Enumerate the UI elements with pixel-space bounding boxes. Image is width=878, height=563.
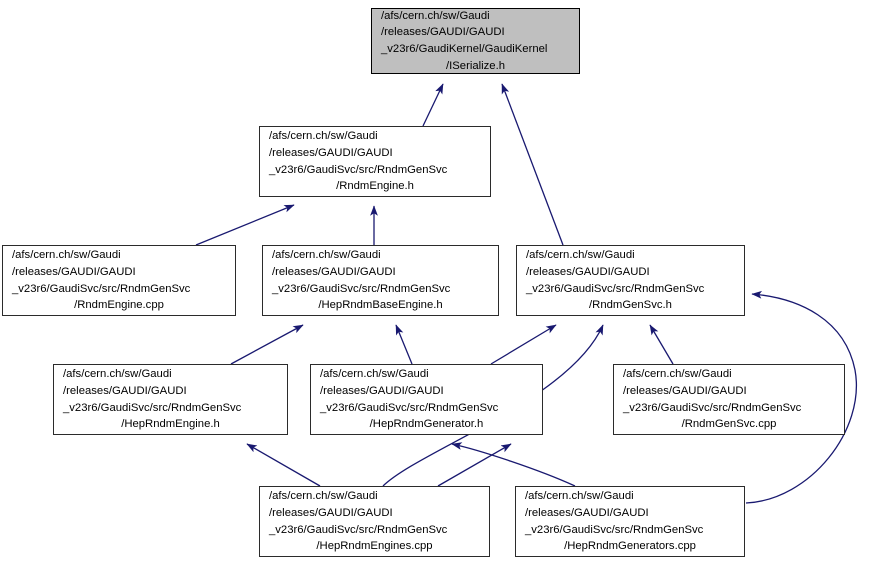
node-label-line: /afs/cern.ch/sw/Gaudi bbox=[12, 249, 121, 262]
edge-heprndmgenerator-h-to-heprndmbaseengine-h bbox=[395, 324, 413, 365]
node-label-line: _v23r6/GaudiSvc/src/RndmGenSvc bbox=[269, 523, 448, 536]
node-label-line: /afs/cern.ch/sw/Gaudi bbox=[269, 490, 378, 503]
node-label-line: /releases/GAUDI/GAUDI bbox=[269, 506, 393, 519]
edge-heprndmgenerator-h-to-rndmgensvc-h bbox=[490, 324, 557, 365]
node-label-line: /ISerialize.h bbox=[445, 59, 506, 72]
node-label-line: /afs/cern.ch/sw/Gaudi bbox=[269, 130, 378, 143]
node-label-line: /releases/GAUDI/GAUDI bbox=[272, 265, 396, 278]
node-label-line: /releases/GAUDI/GAUDI bbox=[63, 384, 187, 397]
node-label-line: /releases/GAUDI/GAUDI bbox=[525, 506, 649, 519]
node-label-line: /HepRndmEngine.h bbox=[121, 418, 220, 431]
node-label: /afs/cern.ch/sw/Gaudi/releases/GAUDI/GAU… bbox=[263, 247, 498, 313]
node-heprndmbaseengine-h[interactable]: /afs/cern.ch/sw/Gaudi/releases/GAUDI/GAU… bbox=[262, 245, 499, 316]
node-label-line: /HepRndmEngines.cpp bbox=[316, 540, 433, 553]
node-label: /afs/cern.ch/sw/Gaudi/releases/GAUDI/GAU… bbox=[372, 8, 579, 74]
node-label-line: _v23r6/GaudiSvc/src/RndmGenSvc bbox=[525, 523, 704, 536]
node-label-line: /afs/cern.ch/sw/Gaudi bbox=[526, 249, 635, 262]
node-iserialize-h[interactable]: /afs/cern.ch/sw/Gaudi/releases/GAUDI/GAU… bbox=[371, 8, 580, 74]
node-rndmengine-cpp[interactable]: /afs/cern.ch/sw/Gaudi/releases/GAUDI/GAU… bbox=[2, 245, 236, 316]
edge-rndmgensvc-h-to-iserialize bbox=[501, 83, 564, 246]
node-label-line: /HepRndmGenerators.cpp bbox=[564, 540, 696, 553]
node-label-line: /releases/GAUDI/GAUDI bbox=[526, 265, 650, 278]
node-label-line: /HepRndmBaseEngine.h bbox=[318, 299, 443, 312]
edge-heprndmengines-cpp-to-heprndmgenerator-h bbox=[437, 443, 512, 487]
node-label-line: /afs/cern.ch/sw/Gaudi bbox=[320, 368, 429, 381]
node-label-line: /RndmEngine.h bbox=[336, 180, 414, 193]
node-label-line: /releases/GAUDI/GAUDI bbox=[269, 146, 393, 159]
node-label-line: _v23r6/GaudiSvc/src/RndmGenSvc bbox=[12, 282, 191, 295]
node-label: /afs/cern.ch/sw/Gaudi/releases/GAUDI/GAU… bbox=[54, 366, 287, 432]
node-label-line: /afs/cern.ch/sw/Gaudi bbox=[381, 9, 490, 22]
node-label-line: /releases/GAUDI/GAUDI bbox=[623, 384, 747, 397]
edge-heprndmengines-cpp-to-heprndmengine-h bbox=[246, 443, 321, 487]
node-label-line: _v23r6/GaudiSvc/src/RndmGenSvc bbox=[63, 401, 242, 414]
node-heprndmgenerators-cpp[interactable]: /afs/cern.ch/sw/Gaudi/releases/GAUDI/GAU… bbox=[515, 486, 745, 557]
node-heprndmgenerator-h[interactable]: /afs/cern.ch/sw/Gaudi/releases/GAUDI/GAU… bbox=[310, 364, 543, 435]
node-label: /afs/cern.ch/sw/Gaudi/releases/GAUDI/GAU… bbox=[3, 247, 235, 313]
node-rndmgensvc-h[interactable]: /afs/cern.ch/sw/Gaudi/releases/GAUDI/GAU… bbox=[516, 245, 745, 316]
edge-rndmengine-cpp-to-rndmengine-h bbox=[195, 204, 295, 246]
node-label-line: _v23r6/GaudiSvc/src/RndmGenSvc bbox=[272, 282, 451, 295]
node-label: /afs/cern.ch/sw/Gaudi/releases/GAUDI/GAU… bbox=[517, 247, 744, 313]
node-rndmgensvc-cpp[interactable]: /afs/cern.ch/sw/Gaudi/releases/GAUDI/GAU… bbox=[613, 364, 845, 435]
node-label-line: /RndmGenSvc.cpp bbox=[681, 418, 777, 431]
node-label-line: /releases/GAUDI/GAUDI bbox=[320, 384, 444, 397]
node-label-line: /afs/cern.ch/sw/Gaudi bbox=[623, 368, 732, 381]
node-label-line: /afs/cern.ch/sw/Gaudi bbox=[63, 368, 172, 381]
node-label-line: _v23r6/GaudiSvc/src/RndmGenSvc bbox=[269, 163, 448, 176]
node-label: /afs/cern.ch/sw/Gaudi/releases/GAUDI/GAU… bbox=[260, 128, 490, 194]
node-label-line: /RndmEngine.cpp bbox=[74, 299, 164, 312]
node-label-line: _v23r6/GaudiSvc/src/RndmGenSvc bbox=[320, 401, 499, 414]
node-heprndmengine-h[interactable]: /afs/cern.ch/sw/Gaudi/releases/GAUDI/GAU… bbox=[53, 364, 288, 435]
node-label: /afs/cern.ch/sw/Gaudi/releases/GAUDI/GAU… bbox=[311, 366, 542, 432]
edge-heprndmengine-h-to-heprndmbaseengine-h bbox=[230, 324, 304, 365]
node-label-line: /afs/cern.ch/sw/Gaudi bbox=[525, 490, 634, 503]
node-label: /afs/cern.ch/sw/Gaudi/releases/GAUDI/GAU… bbox=[516, 488, 744, 554]
node-label-line: /afs/cern.ch/sw/Gaudi bbox=[272, 249, 381, 262]
node-label-line: /RndmGenSvc.h bbox=[589, 299, 672, 312]
node-label-line: _v23r6/GaudiKernel/GaudiKernel bbox=[381, 43, 548, 55]
node-heprndmengines-cpp[interactable]: /afs/cern.ch/sw/Gaudi/releases/GAUDI/GAU… bbox=[259, 486, 490, 557]
edge-rndmengine-h-to-iserialize bbox=[422, 83, 444, 127]
node-label-line: /HepRndmGenerator.h bbox=[369, 418, 484, 431]
edge-heprndmgenerators-cpp-to-heprndmgenerator-h bbox=[451, 442, 576, 487]
edge-rndmgensvc-cpp-to-rndmgensvc-h bbox=[649, 324, 674, 365]
node-label-line: _v23r6/GaudiSvc/src/RndmGenSvc bbox=[526, 282, 705, 295]
node-rndmengine-h[interactable]: /afs/cern.ch/sw/Gaudi/releases/GAUDI/GAU… bbox=[259, 126, 491, 197]
node-label-line: /releases/GAUDI/GAUDI bbox=[381, 26, 505, 39]
node-label: /afs/cern.ch/sw/Gaudi/releases/GAUDI/GAU… bbox=[614, 366, 844, 432]
node-label: /afs/cern.ch/sw/Gaudi/releases/GAUDI/GAU… bbox=[260, 488, 489, 554]
node-label-line: _v23r6/GaudiSvc/src/RndmGenSvc bbox=[623, 401, 802, 414]
node-label-line: /releases/GAUDI/GAUDI bbox=[12, 265, 136, 278]
